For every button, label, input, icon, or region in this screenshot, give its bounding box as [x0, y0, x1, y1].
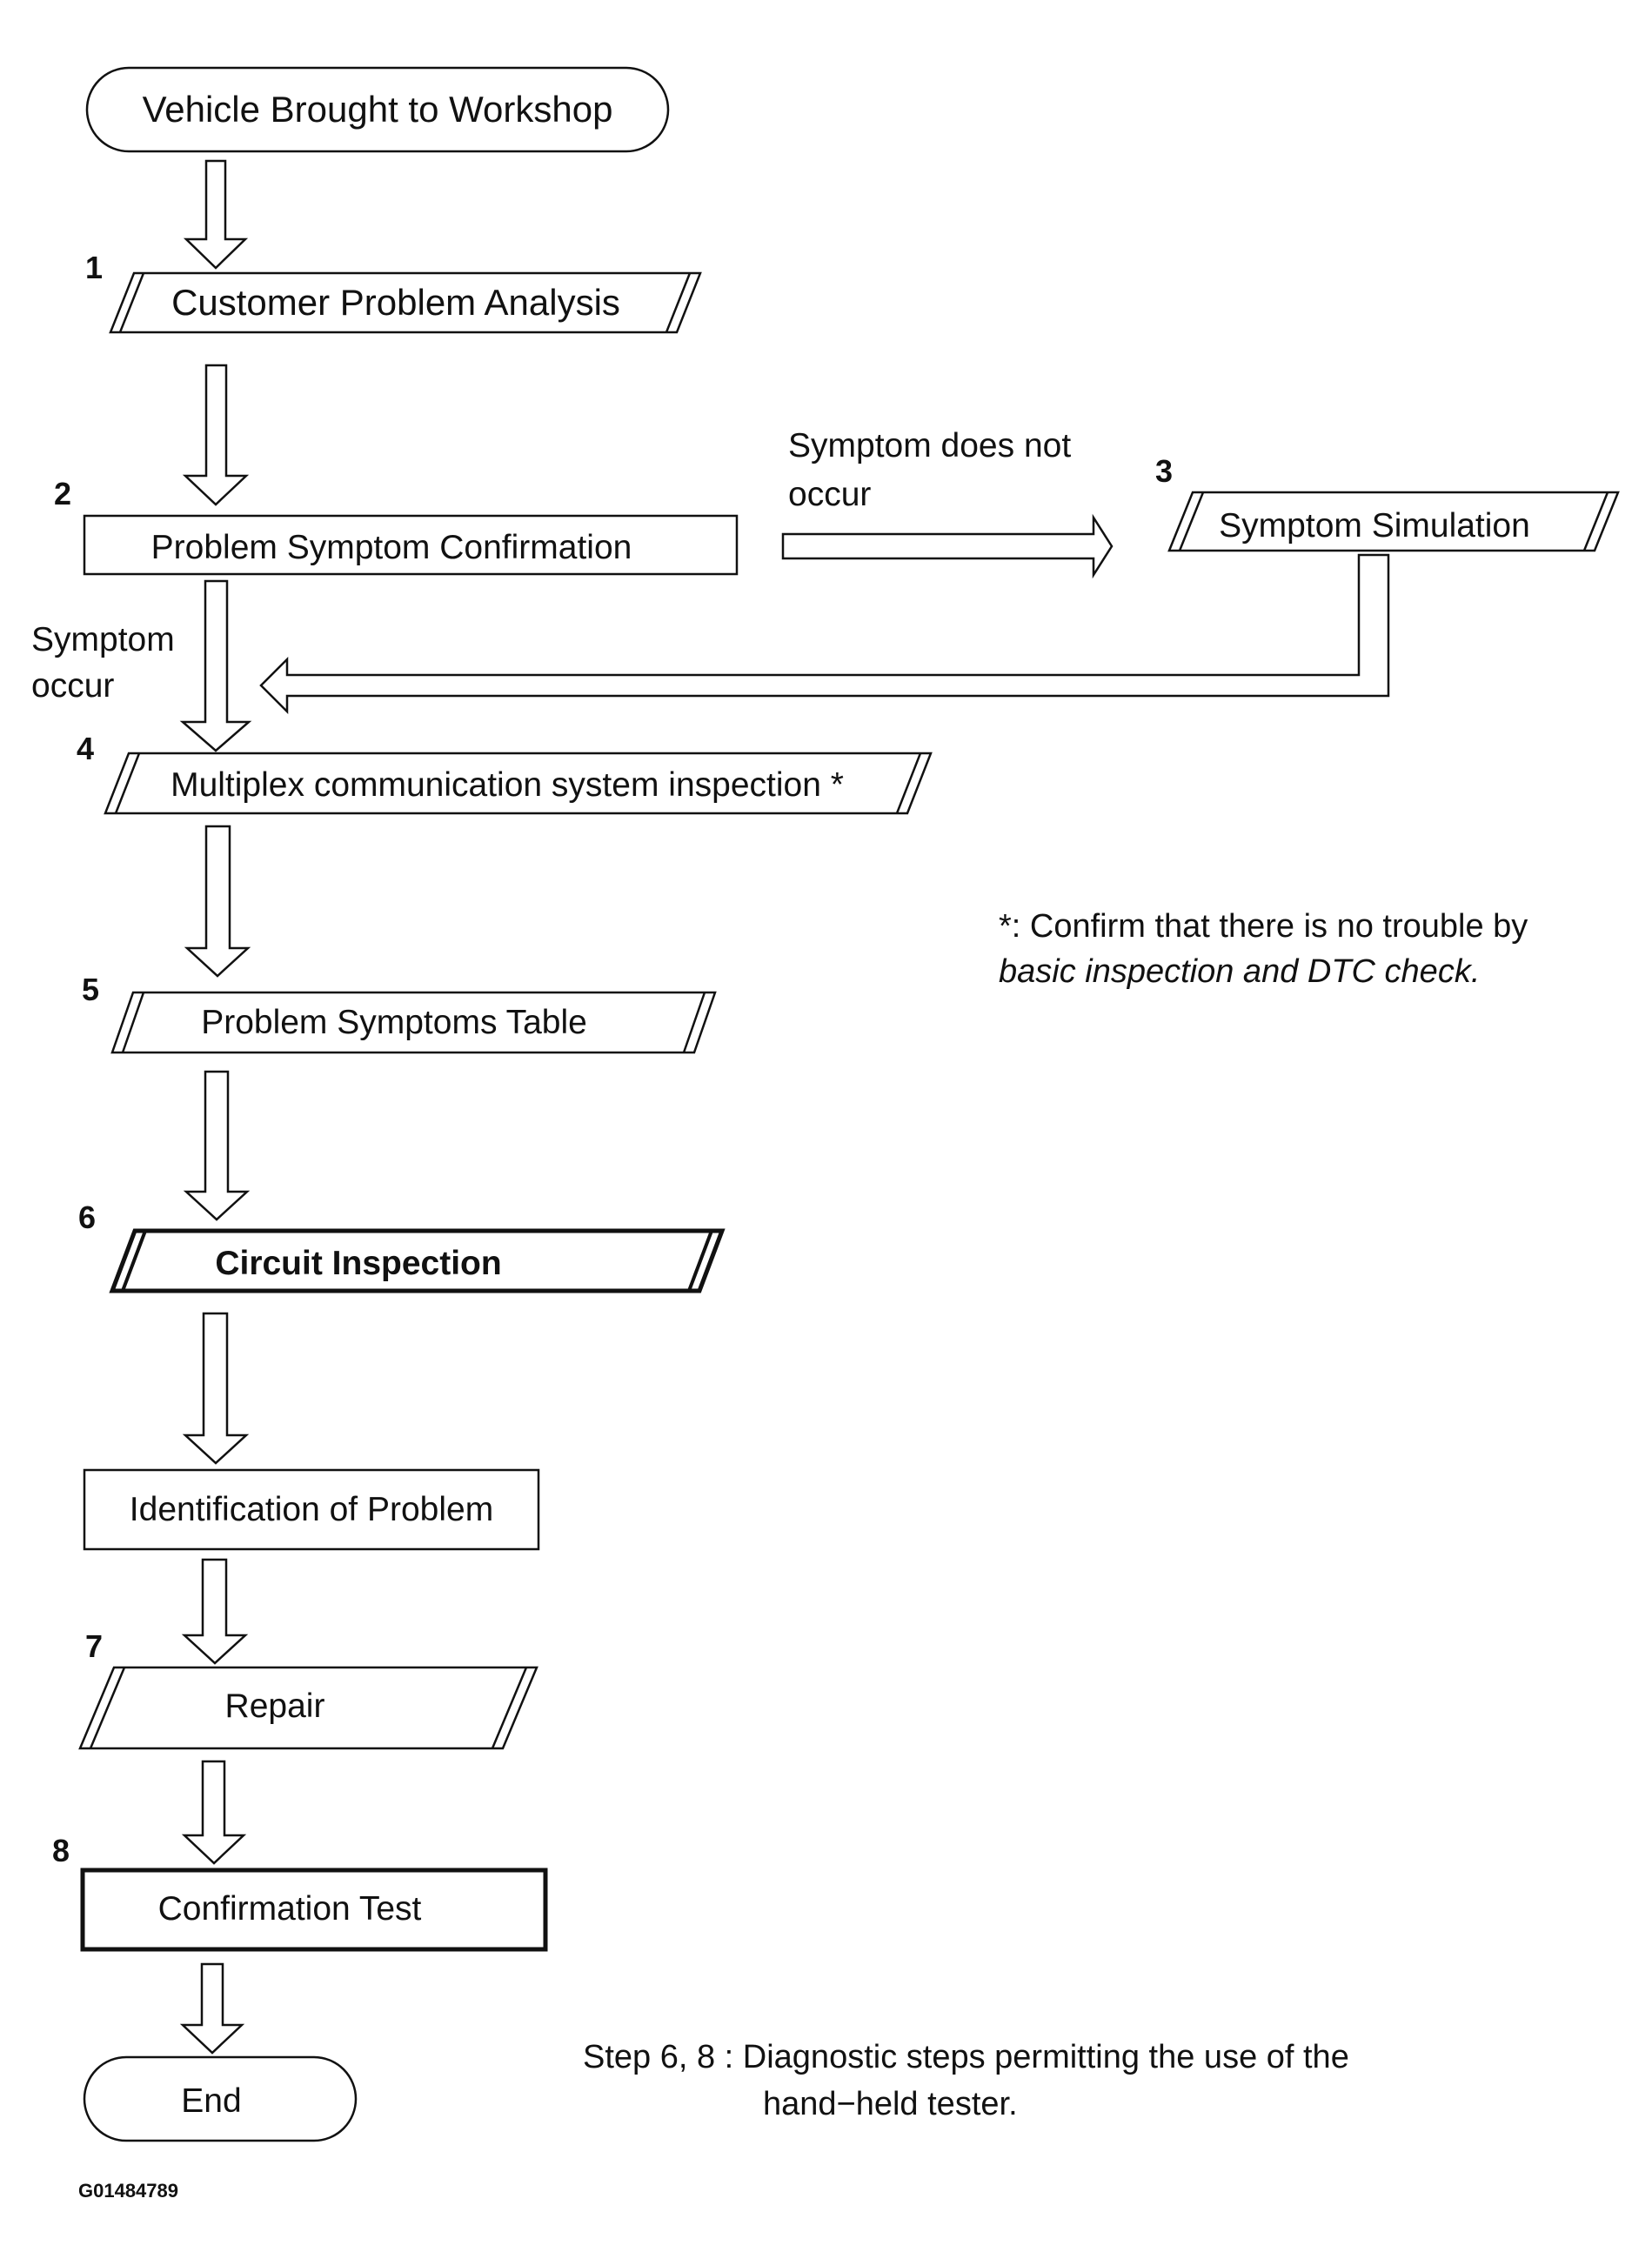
arrow-down [182, 1312, 250, 1465]
step-4-label: Multiplex communication system inspectio… [171, 766, 844, 804]
arrow-down [181, 1558, 249, 1665]
step-number: 7 [85, 1628, 103, 1664]
arrow-right [781, 513, 1114, 579]
arrow-down [181, 1760, 247, 1865]
tester-note-line: hand−held tester. [763, 2086, 1018, 2122]
return-arrow [259, 553, 1390, 715]
step-number: 4 [77, 731, 94, 766]
step-4-data-box: Multiplex communication system inspectio… [104, 752, 933, 815]
branch-not-occur-label: occur [788, 476, 871, 513]
step-1-data-box: Customer Problem Analysis [109, 271, 702, 334]
figure-id: G01484789 [78, 2180, 178, 2202]
branch-occur-label: Symptom [31, 621, 175, 658]
end-label: End [181, 2082, 241, 2120]
identification-label: Identification of Problem [130, 1491, 493, 1528]
asterisk-note-line: *: Confirm that there is no trouble by [999, 908, 1528, 945]
arrow-down [183, 1070, 251, 1221]
step-3-data-box: Symptom Simulation [1167, 491, 1620, 552]
asterisk-note-line: basic inspection and DTC check. [999, 953, 1480, 990]
step-2-label: Problem Symptom Confirmation [151, 529, 632, 566]
step-number: 2 [54, 476, 71, 511]
step-5-data-box: Problem Symptoms Table [110, 991, 717, 1054]
tester-note-line: Step 6, 8 : Diagnostic steps permitting … [583, 2039, 1349, 2075]
arrow-down [182, 364, 250, 506]
step-7-data-box: Repair [78, 1666, 538, 1750]
start-label: Vehicle Brought to Workshop [143, 89, 613, 130]
branch-occur-label: occur [31, 667, 114, 705]
step-number: 3 [1155, 453, 1173, 489]
step-5-label: Problem Symptoms Table [201, 1004, 587, 1041]
identification-box: Identification of Problem [83, 1468, 540, 1551]
branch-not-occur-label: Symptom does not [788, 427, 1071, 464]
step-number: 5 [82, 972, 99, 1007]
step-number: 1 [85, 250, 103, 285]
step-7-label: Repair [225, 1687, 325, 1725]
arrow-down [179, 579, 252, 752]
end-terminator: End [83, 2055, 358, 2142]
step-number: 8 [52, 1833, 70, 1868]
start-terminator: Vehicle Brought to Workshop [85, 66, 670, 153]
arrow-down [184, 825, 251, 978]
arrow-down [179, 1962, 245, 2055]
step-8-box: Confirmation Test [80, 1868, 548, 1952]
step-6-label: Circuit Inspection [215, 1245, 501, 1282]
step-2-box: Problem Symptom Confirmation [83, 514, 739, 576]
step-1-label: Customer Problem Analysis [171, 282, 620, 323]
step-8-label: Confirmation Test [158, 1890, 422, 1928]
step-3-label: Symptom Simulation [1219, 507, 1530, 545]
arrow-down [183, 159, 249, 270]
step-number: 6 [78, 1200, 96, 1235]
step-6-data-box: Circuit Inspection [109, 1228, 726, 1293]
